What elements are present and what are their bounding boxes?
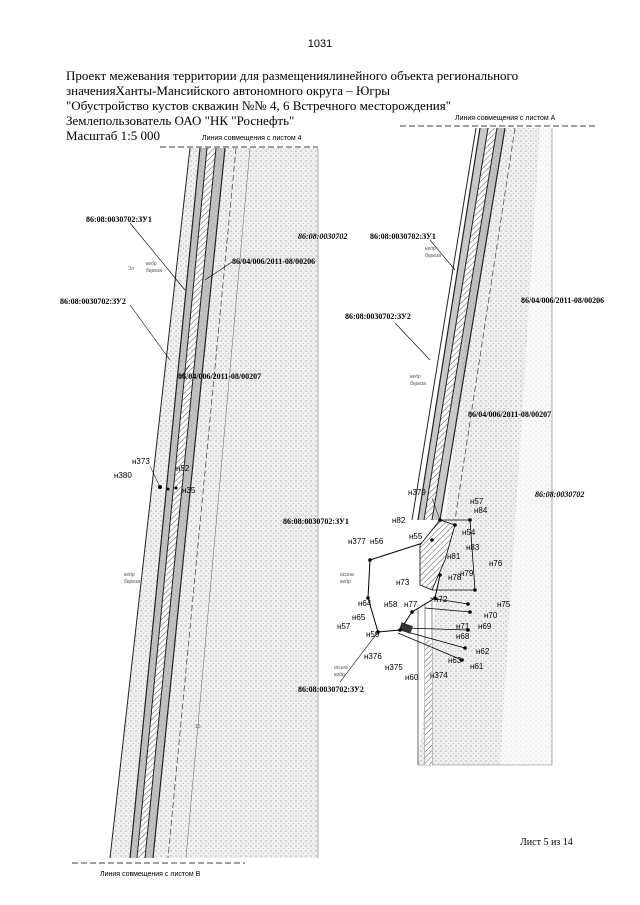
point-label: н58 [384, 600, 398, 609]
point-label: н374 [430, 671, 448, 680]
point-label: н81 [447, 552, 461, 561]
point-label: н71 [456, 622, 470, 631]
match-line-sheetA-label: Линия совмещения с листом А [455, 115, 556, 122]
point-label: н62 [476, 647, 490, 656]
page-number: 1031 [307, 38, 333, 50]
vegetation-label: береза [124, 579, 141, 585]
scale-label: Масштаб 1:5 000 [66, 128, 160, 143]
point-label: н376 [364, 652, 382, 661]
tree-label: 15 [195, 724, 201, 730]
vegetation-label: кедр [425, 246, 436, 252]
point-label: н380 [114, 471, 132, 480]
tree-label: Зл [128, 266, 134, 272]
vegetation-label: береза [425, 253, 442, 259]
quarter-label: 86:08:0030702 [535, 490, 585, 499]
quarter-label: 86:08:0030702 [298, 232, 348, 241]
vegetation-label: кедр [146, 261, 157, 267]
point-label: н84 [474, 506, 488, 515]
point-label: н64 [358, 599, 372, 608]
parcel-zu1-label: 86:08:0030702:ЗУ1 [86, 215, 152, 224]
point-label: н56 [370, 537, 384, 546]
title-line-2: значенияХанты-Мансийского автономного ок… [66, 83, 390, 98]
title-line-1: Проект межевания территории для размещен… [66, 68, 519, 83]
vegetation-label: кедр [410, 374, 421, 380]
parcel-zu2-label: 86:08:0030702:ЗУ2 [345, 312, 411, 321]
registration-00206-label: 86/04/006/2011-08/00206 [232, 257, 316, 266]
parcel-zu1-label: 86:08:0030702:ЗУ1 [370, 232, 436, 241]
point-label: н63 [448, 656, 462, 665]
point-label: н77 [404, 600, 418, 609]
point-label: н377 [348, 537, 366, 546]
registration-00206-label: 86/04/006/2011-08/00206 [521, 296, 605, 305]
right-map-strip [339, 127, 553, 766]
point-label: н35 [182, 486, 196, 495]
parcel-zu2-label: 86:08:0030702:ЗУ2 [298, 685, 364, 694]
vegetation-label: кедр [124, 572, 135, 578]
point-label: н379 [408, 488, 426, 497]
point-label: н82 [392, 516, 406, 525]
vegetation-label: осина [334, 665, 348, 671]
sheet-number-label: Лист 5 из 14 [520, 837, 573, 848]
point-label: н70 [484, 611, 498, 620]
parcel-zu2-label: 86:08:0030702:ЗУ2 [60, 297, 126, 306]
point-label: н69 [478, 622, 492, 631]
parcel-zu1-label: 86:08:0030702:ЗУ1 [283, 517, 349, 526]
landowner-line: Землепользователь ОАО "НК "Роснефть" [66, 113, 295, 128]
left-map-strip: Зл 15 [109, 147, 319, 859]
point-label: н59 [366, 630, 380, 639]
point-label: н375 [385, 663, 403, 672]
title-line-3: "Обустройство кустов скважин №№ 4, 6 Вст… [66, 98, 452, 113]
vegetation-label: береза [146, 268, 163, 274]
point-label: н57 [337, 622, 351, 631]
vegetation-label: кедр [334, 672, 345, 678]
point-label: н52 [176, 464, 190, 473]
point-label: н79 [460, 569, 474, 578]
point-label: н78 [448, 573, 462, 582]
point-label: н73 [396, 578, 410, 587]
point-label: н55 [409, 532, 423, 541]
match-line-sheetB-label: Линия совмещения с листом В [100, 871, 201, 878]
match-line-sheet4-label: Линия совмещения с листом 4 [202, 135, 302, 142]
vegetation-label: осина [340, 572, 354, 578]
point-label: н68 [456, 632, 470, 641]
point-label: н373 [132, 457, 150, 466]
point-label: н57 [470, 497, 484, 506]
point-label: н83 [466, 543, 480, 552]
registration-00207-label: 86/04/006/2011-08/00207 [178, 372, 262, 381]
point-label: н75 [497, 600, 511, 609]
vegetation-label: кедр [340, 579, 351, 585]
point-label: н72 [434, 595, 448, 604]
registration-00207-label: 86/04/006/2011-08/00207 [468, 410, 552, 419]
point-label: н60 [405, 673, 419, 682]
point-label: н61 [470, 662, 484, 671]
point-label: н65 [352, 613, 366, 622]
point-label: н76 [489, 559, 503, 568]
vegetation-label: береза [410, 381, 427, 387]
point-label: н54 [462, 528, 476, 537]
